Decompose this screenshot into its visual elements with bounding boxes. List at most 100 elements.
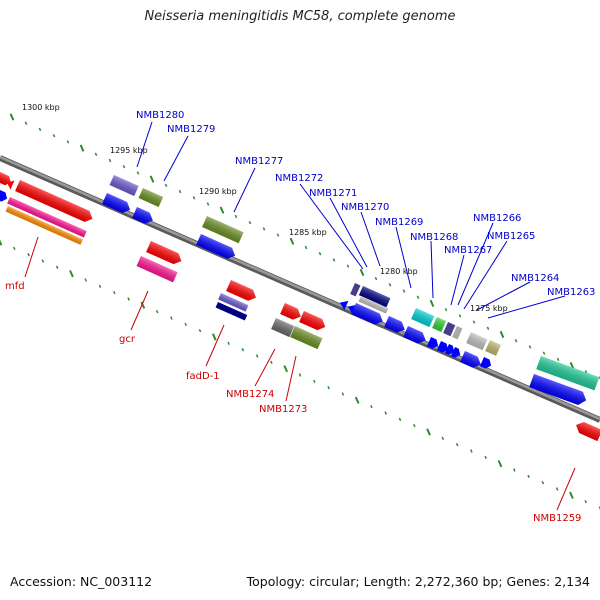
gene-nmb1280[interactable] [109, 175, 139, 197]
scale-tick [248, 220, 252, 225]
scale-tick [313, 379, 316, 384]
gene-nmb1259[interactable] [574, 420, 600, 442]
scale-tick [555, 487, 559, 491]
scale-tick [52, 133, 56, 138]
gene-blue-1264-lower[interactable] [460, 351, 483, 370]
gene-blue-1266-lower[interactable] [436, 341, 450, 354]
scale-tick [140, 301, 146, 309]
gene-blue-1267-lower[interactable] [426, 337, 440, 350]
gene-red-1274-upper[interactable] [280, 303, 303, 322]
gene-nmb1267[interactable] [432, 317, 447, 333]
label-nmb1270[interactable]: NMB1270 [341, 202, 389, 213]
scale-tick [178, 189, 182, 194]
connector-nmb1265 [463, 240, 508, 310]
label-nmb1272[interactable]: NMB1272 [275, 173, 323, 184]
gene-nmb1264[interactable] [466, 332, 488, 351]
scale-tick [528, 345, 532, 349]
gene-blue-right[interactable] [529, 374, 588, 407]
scale-tick [184, 322, 187, 327]
gene-nmb1273[interactable] [290, 326, 323, 350]
scale-tick [227, 341, 230, 346]
label-nmb1267[interactable]: NMB1267 [444, 245, 492, 256]
scale-tick [541, 480, 545, 485]
connector-gcr [130, 290, 149, 331]
label-nmb1259[interactable]: NMB1259 [533, 513, 581, 524]
scale-tick [542, 351, 546, 355]
gene-red-left-arrow[interactable] [5, 178, 15, 190]
label-nmb1279[interactable]: NMB1279 [167, 124, 215, 135]
gene-blue-left[interactable] [0, 190, 9, 203]
connector-nmb1266 [457, 222, 494, 306]
connector-nmb1264 [476, 281, 531, 311]
connector-nmb1272 [299, 183, 364, 270]
label-mfd[interactable]: mfd [5, 281, 25, 292]
label-nmb1263[interactable]: NMB1263 [547, 287, 595, 298]
scale-tick [113, 290, 116, 295]
gene-teal-right[interactable] [536, 356, 600, 391]
gene-blue-1280-lower[interactable] [102, 193, 132, 215]
gene-nmb1271[interactable] [358, 286, 391, 308]
gene-red-1273-upper[interactable] [299, 311, 328, 333]
gene-nmb1277[interactable] [202, 216, 244, 244]
gene-nmb1272[interactable] [350, 283, 361, 297]
scale-tick [346, 264, 350, 268]
label-nmb1266[interactable]: NMB1266 [473, 213, 521, 224]
scale-tick [79, 144, 85, 152]
gene-blue-1269-lower[interactable] [384, 316, 407, 335]
gene-fadd-1-navy[interactable] [215, 302, 248, 321]
gene-fadd-1-red[interactable] [226, 280, 258, 303]
gene-blue-1272-a[interactable] [338, 298, 349, 310]
gene-magenta-left[interactable] [7, 197, 87, 238]
label-nmb1274[interactable]: NMB1274 [226, 389, 274, 400]
gene-blue-1271-lower[interactable] [351, 303, 385, 327]
scale-tick [398, 417, 402, 422]
label-nmb1273[interactable]: NMB1273 [259, 404, 307, 415]
gene-blue-1268-lower[interactable] [403, 326, 428, 346]
connector-fadd-1 [205, 324, 225, 367]
scale-tick [341, 392, 345, 396]
gene-gcr-red[interactable] [146, 241, 184, 267]
gene-nmb1279[interactable] [138, 188, 164, 207]
label-nmb1277[interactable]: NMB1277 [235, 156, 283, 167]
label-nmb1271[interactable]: NMB1271 [309, 188, 357, 199]
scale-tick [514, 339, 518, 343]
scale-tick [55, 265, 59, 270]
label-gcr[interactable]: gcr [119, 334, 136, 345]
gene-nmb1274[interactable] [271, 318, 295, 338]
gene-nmb1266[interactable] [443, 322, 456, 337]
scale-tick [354, 396, 360, 404]
scale-tick [136, 171, 140, 175]
gene-blue-1263-lower[interactable] [479, 357, 493, 370]
label-nmb1268[interactable]: NMB1268 [410, 232, 458, 243]
scale-tick [413, 423, 416, 428]
label-nmb1265[interactable]: NMB1265 [487, 231, 535, 242]
label-fadd-1[interactable]: fadD-1 [186, 371, 220, 382]
topology-text: Topology: circular; Length: 2,272,360 bp… [246, 574, 590, 589]
gene-nmb1268[interactable] [411, 308, 435, 328]
gene-nmb1270[interactable] [358, 296, 389, 314]
gene-gcr[interactable] [136, 256, 178, 283]
scale-tick [149, 175, 155, 183]
gene-orange-left[interactable] [5, 206, 83, 245]
gene-mfd[interactable] [15, 180, 95, 224]
scale-tick [276, 233, 280, 237]
scale-label-1295: 1295 kbp [110, 146, 148, 155]
gene-nmb1263[interactable] [485, 340, 501, 356]
connector-nmb1259 [556, 467, 576, 511]
scale-label-1290: 1290 kbp [199, 187, 237, 196]
gene-blue-1277-lower[interactable] [196, 234, 237, 261]
gene-blue-1279-lower[interactable] [132, 207, 155, 226]
gene-fadd-1[interactable] [218, 293, 249, 312]
gene-blue-1265-b[interactable] [450, 347, 462, 359]
scale-tick [262, 227, 266, 231]
gene-blue-1265-a[interactable] [444, 344, 456, 356]
label-nmb1269[interactable]: NMB1269 [375, 217, 423, 228]
scale-tick [211, 333, 217, 341]
scale-tick [234, 214, 238, 219]
label-nmb1264[interactable]: NMB1264 [511, 273, 559, 284]
gene-red-left-small[interactable] [0, 172, 13, 187]
scale-tick [527, 474, 530, 479]
label-nmb1280[interactable]: NMB1280 [136, 110, 184, 121]
gene-nmb1265[interactable] [452, 326, 463, 340]
connector-nmb1271 [329, 197, 368, 268]
